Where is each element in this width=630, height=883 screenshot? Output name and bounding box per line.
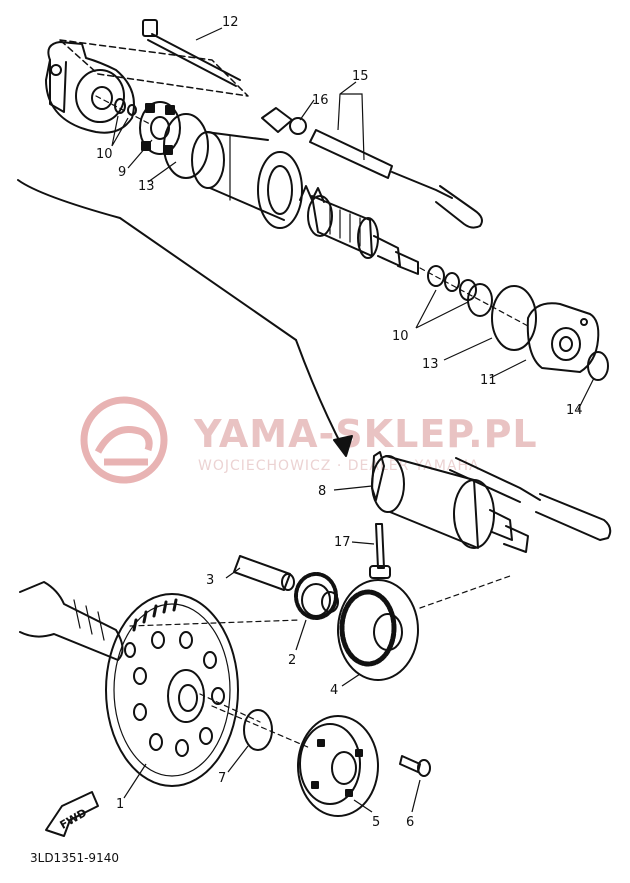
watermark-subtitle: WOJCIECHOWICZ · DEALER YAMAHA — [198, 458, 480, 474]
label-15: 15 — [352, 69, 369, 84]
label-5: 5 — [372, 815, 380, 830]
label-12: 12 — [222, 15, 239, 30]
diagram-code: 3LD1351-9140 — [30, 851, 119, 865]
fwd-arrow-icon — [45, 791, 99, 837]
part-6-clutch-bolt — [399, 755, 431, 777]
section-separator-line — [17, 179, 297, 341]
part-10-washers-bottom — [427, 265, 493, 317]
watermark-title: YAMA-SKLEP.PL — [193, 412, 538, 456]
part-4-starter-wheel-gear — [337, 579, 419, 681]
label-14: 14 — [566, 403, 583, 418]
fwd-label: FWD — [58, 806, 89, 832]
part-number-labels: 12 15 16 10 9 13 10 13 11 14 8 17 3 2 4 … — [30, 15, 583, 865]
label-7: 7 — [218, 771, 226, 786]
assembly-arrow-head — [333, 435, 353, 457]
label-16: 16 — [312, 93, 329, 108]
label-6: 6 — [406, 815, 414, 830]
starter-yoke — [191, 131, 303, 229]
part-2-idler-gear — [294, 572, 339, 620]
label-1: 1 — [116, 797, 124, 812]
part-16-terminal-boot — [261, 107, 307, 135]
label-2: 2 — [288, 653, 296, 668]
part-13-o-ring-top — [163, 113, 209, 179]
part-12-long-bolt — [59, 19, 249, 97]
part-1-flywheel — [105, 593, 239, 787]
label-9: 9 — [118, 165, 126, 180]
part-15-starter-cable — [309, 129, 483, 229]
label-8: 8 — [318, 484, 326, 499]
part-9-brush-holder — [139, 101, 181, 155]
label-11: 11 — [480, 373, 497, 388]
part-3-idler-shaft — [233, 555, 295, 591]
label-13-top: 13 — [138, 179, 155, 194]
crankshaft — [19, 581, 124, 661]
watermark-logo-icon — [80, 396, 168, 484]
part-14-circlip — [587, 351, 609, 381]
watermark: YAMA-SKLEP.PL WOJCIECHOWICZ · DEALER YAM… — [80, 396, 538, 484]
part-5-starter-clutch — [297, 715, 379, 817]
starter-armature — [299, 185, 419, 275]
label-13-bottom: 13 — [422, 357, 439, 372]
label-10-top: 10 — [96, 147, 113, 162]
starter-front-cover — [45, 41, 135, 134]
label-17: 17 — [334, 535, 351, 550]
part-11-rear-cover — [526, 302, 600, 373]
part-17-bolt — [369, 523, 391, 579]
part-7-washer — [243, 709, 273, 751]
label-4: 4 — [330, 683, 338, 698]
part-8-starter-motor-assembly — [371, 451, 612, 553]
leader-lines — [111, 27, 595, 813]
part-13-o-ring-bottom — [491, 285, 537, 351]
label-3: 3 — [206, 573, 214, 588]
label-10-bottom: 10 — [392, 329, 409, 344]
